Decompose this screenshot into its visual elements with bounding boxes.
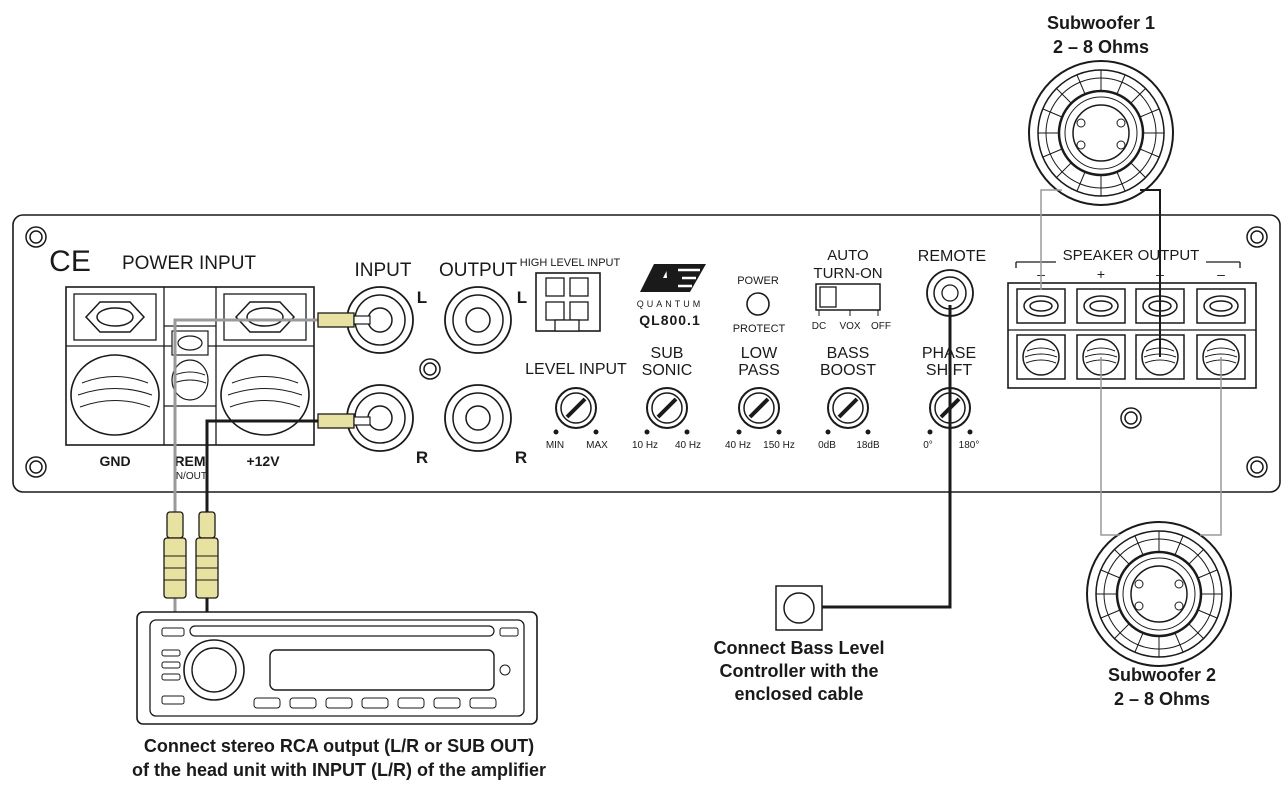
- terminal-sign-4: –: [1217, 266, 1225, 282]
- subwoofer-1-title: Subwoofer 1: [1047, 13, 1155, 33]
- mount-screw-icon: [1246, 456, 1268, 478]
- sub-sonic-max-label: 40 Hz: [675, 440, 701, 451]
- bass-controller-caption-3: enclosed cable: [734, 684, 863, 704]
- bass-boost-label-1: BASS: [827, 345, 870, 362]
- level-input-max-label: MAX: [586, 440, 608, 451]
- plus12v-label: +12V: [246, 453, 280, 469]
- remote-label: REMOTE: [918, 248, 986, 265]
- low-pass-min-label: 40 Hz: [725, 440, 751, 451]
- input-r-label: R: [416, 448, 428, 467]
- phase-shift-max-label: 180°: [959, 440, 980, 451]
- input-label: INPUT: [355, 260, 412, 281]
- auto-turn-on-switch[interactable]: [815, 283, 881, 316]
- output-l-label: L: [517, 288, 527, 307]
- output-r-label: R: [515, 448, 527, 467]
- phase-shift-min-label: 0°: [923, 440, 933, 451]
- rca-output-left[interactable]: [444, 286, 512, 354]
- rem-label: REM: [174, 453, 205, 469]
- power-terminal-block: [65, 286, 315, 446]
- brand-sub-label: QUANTUM: [637, 299, 704, 309]
- high-level-input-label: HIGH LEVEL INPUT: [520, 257, 621, 269]
- speaker-wires: [1040, 189, 1222, 536]
- terminal-sign-2: +: [1097, 266, 1105, 282]
- remote-cable: [822, 305, 952, 609]
- power-led-icon: [746, 292, 770, 316]
- rca-plug-left: [317, 312, 371, 328]
- ground-screw-icon: [419, 358, 441, 380]
- rca-plug-right: [317, 413, 371, 429]
- ce-mark: CE: [49, 245, 91, 278]
- head-unit-caption-2: of the head unit with INPUT (L/R) of the…: [132, 760, 546, 780]
- sub-sonic-label-2: SONIC: [642, 362, 693, 379]
- bass-boost-max-label: 18dB: [856, 440, 880, 451]
- turn-on-label: TURN-ON: [813, 265, 882, 282]
- bass-boost-knob[interactable]: [826, 386, 870, 430]
- remote-port[interactable]: [926, 269, 974, 317]
- speaker-wire-black: [1140, 189, 1161, 357]
- sub-sonic-label-1: SUB: [651, 345, 684, 362]
- subwoofer-2: [1085, 520, 1233, 668]
- bass-boost-label-2: BOOST: [820, 362, 876, 379]
- high-level-input-connector[interactable]: [535, 272, 601, 332]
- power-label: POWER: [737, 275, 779, 287]
- rca-input-right[interactable]: [346, 384, 414, 452]
- mount-screw-icon: [25, 456, 47, 478]
- input-l-label: L: [417, 288, 427, 307]
- protect-label: PROTECT: [733, 323, 786, 335]
- switch-off-label: OFF: [871, 321, 891, 332]
- rem-sub-label: IN/OUT: [173, 471, 207, 482]
- switch-vox-label: VOX: [839, 321, 860, 332]
- speaker-output-label: SPEAKER OUTPUT: [1063, 247, 1200, 264]
- mount-screw-icon: [1246, 226, 1268, 248]
- level-input-knob[interactable]: [554, 386, 598, 430]
- rca-plug-pair: [163, 511, 219, 599]
- subwoofer-2-impedance: 2 – 8 Ohms: [1114, 689, 1210, 709]
- bass-level-controller[interactable]: [775, 585, 823, 631]
- sub-sonic-knob[interactable]: [645, 386, 689, 430]
- low-pass-knob[interactable]: [737, 386, 781, 430]
- low-pass-max-label: 150 Hz: [763, 440, 795, 451]
- bass-controller-caption-1: Connect Bass Level: [713, 638, 884, 658]
- level-input-min-label: MIN: [546, 440, 564, 451]
- switch-dc-label: DC: [812, 321, 826, 332]
- mount-screw-icon: [25, 226, 47, 248]
- output-label: OUTPUT: [439, 260, 518, 281]
- bass-boost-min-label: 0dB: [818, 440, 836, 451]
- speaker-terminal-block: [1007, 282, 1257, 389]
- sub-sonic-min-label: 10 Hz: [632, 440, 658, 451]
- rca-input-left[interactable]: [346, 286, 414, 354]
- head-unit-caption-1: Connect stereo RCA output (L/R or SUB OU…: [144, 736, 534, 756]
- auto-label: AUTO: [827, 247, 868, 264]
- subwoofer-2-title: Subwoofer 2: [1108, 665, 1216, 685]
- low-pass-label-2: PASS: [738, 362, 780, 379]
- power-input-label: POWER INPUT: [122, 253, 256, 274]
- head-unit: [136, 611, 538, 725]
- low-pass-label-1: LOW: [741, 345, 778, 362]
- model-label: QL800.1: [639, 312, 700, 328]
- subwoofer-1-impedance: 2 – 8 Ohms: [1053, 37, 1149, 57]
- panel-screw-icon: [1120, 407, 1142, 429]
- bass-controller-caption-2: Controller with the: [720, 661, 879, 681]
- rca-output-right[interactable]: [444, 384, 512, 452]
- esx-logo: QUANTUM QL800.1: [637, 264, 706, 328]
- level-input-label: LEVEL INPUT: [525, 361, 627, 378]
- gnd-label: GND: [99, 453, 130, 469]
- subwoofer-1: [1027, 59, 1175, 207]
